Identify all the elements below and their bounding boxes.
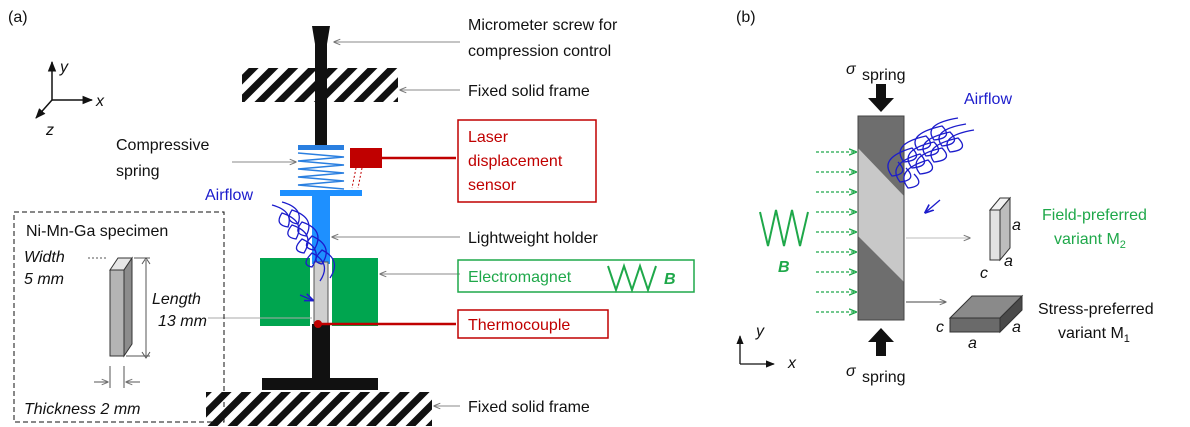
laser-label-line1: Laser bbox=[468, 129, 509, 146]
stress-preferred-variant: c a a bbox=[906, 294, 1024, 352]
micrometer-label-line1: Micrometer screw for bbox=[468, 17, 618, 34]
field-preferred-line2: variant M2 bbox=[1054, 231, 1126, 251]
sigma-top: σ spring bbox=[846, 61, 906, 112]
sigma-top-symbol: σ bbox=[846, 61, 857, 78]
holder-label: Lightweight holder bbox=[468, 230, 599, 247]
holder-plate bbox=[280, 190, 362, 196]
specimen-title: Ni-Mn-Ga specimen bbox=[26, 223, 168, 240]
spring-label-line1: Compressive bbox=[116, 137, 209, 154]
airflow-label-a: Airflow bbox=[205, 187, 253, 204]
fixed-frame-top-label: Fixed solid frame bbox=[468, 83, 590, 100]
fp-dim-a1: a bbox=[1012, 217, 1021, 234]
sigma-bottom-symbol: σ bbox=[846, 363, 857, 380]
field-zigzag-b bbox=[759, 209, 809, 247]
thermocouple-label-box bbox=[457, 309, 609, 339]
axis-z-label: z bbox=[45, 122, 54, 139]
thermocouple-wire bbox=[314, 320, 456, 328]
laser-label-line3: sensor bbox=[468, 177, 517, 194]
specimen-bar-b bbox=[857, 115, 905, 321]
electromagnet-right bbox=[332, 258, 378, 326]
specimen-in-gap bbox=[313, 261, 329, 325]
axes-b: y x bbox=[736, 323, 797, 372]
airflow-label-b: Airflow bbox=[964, 91, 1012, 108]
specimen-length-label: Length bbox=[152, 291, 201, 308]
electromagnet-label: Electromagnet bbox=[468, 269, 572, 286]
electromagnet-left bbox=[260, 258, 310, 326]
fixed-frame-bottom bbox=[206, 392, 432, 426]
field-preferred-sub: 2 bbox=[1120, 239, 1126, 251]
laser-label-box bbox=[457, 119, 597, 203]
axes-a: y x z bbox=[35, 59, 105, 139]
sp-dim-a2: a bbox=[1012, 319, 1021, 336]
specimen-length-value: 13 mm bbox=[158, 313, 207, 330]
spring-label-line2: spring bbox=[116, 163, 160, 180]
fixed-frame-bottom-label: Fixed solid frame bbox=[468, 399, 590, 416]
sigma-bottom: σ spring bbox=[846, 328, 906, 386]
axis-b-x-label: x bbox=[787, 355, 797, 372]
thermocouple-label: Thermocouple bbox=[468, 317, 570, 334]
specimen-width-value: 5 mm bbox=[24, 271, 64, 288]
micrometer-screw bbox=[312, 26, 330, 145]
field-preferred-variant: a a c bbox=[906, 196, 1021, 282]
field-preferred-line1: Field-preferred bbox=[1042, 207, 1147, 224]
specimen-thickness: Thickness 2 mm bbox=[24, 401, 140, 418]
stress-preferred-line2-text: variant M bbox=[1058, 325, 1124, 342]
field-symbol-a: B bbox=[664, 271, 676, 288]
axis-y-label: y bbox=[59, 59, 69, 76]
specimen-inset: Ni-Mn-Ga specimen Width 5 mm Length 13 m… bbox=[13, 211, 225, 423]
compressive-spring bbox=[297, 145, 345, 190]
electromagnet-label-box bbox=[457, 259, 695, 293]
leader-lines-a bbox=[208, 42, 460, 406]
sp-dim-a1: a bbox=[968, 335, 977, 352]
axis-b-y-label: y bbox=[755, 323, 765, 340]
laser-label-line2: displacement bbox=[468, 153, 563, 170]
base-plate bbox=[262, 378, 378, 390]
sigma-top-sub: spring bbox=[862, 67, 906, 84]
field-zigzag-a bbox=[607, 262, 657, 294]
stress-preferred-line2: variant M1 bbox=[1058, 325, 1130, 345]
axis-x-label: x bbox=[95, 93, 105, 110]
sp-dim-c: c bbox=[936, 319, 944, 336]
specimen-width-label: Width bbox=[24, 249, 65, 266]
airflow-spiral-b bbox=[887, 117, 975, 212]
fp-dim-a2: a bbox=[1004, 253, 1013, 270]
field-symbol-b: B bbox=[778, 259, 790, 276]
bottom-rod bbox=[312, 324, 330, 378]
fp-dim-c: c bbox=[980, 265, 988, 282]
panel-a-label: (a) bbox=[8, 9, 28, 26]
laser-sensor bbox=[350, 148, 456, 189]
field-preferred-line2-text: variant M bbox=[1054, 231, 1120, 248]
airflow-spiral-a bbox=[271, 201, 336, 300]
sigma-bottom-sub: spring bbox=[862, 369, 906, 386]
stress-preferred-sub: 1 bbox=[1124, 333, 1130, 345]
panel-b-label: (b) bbox=[736, 9, 756, 26]
field-arrows-b bbox=[816, 152, 856, 312]
micrometer-label-line2: compression control bbox=[468, 43, 611, 60]
stress-preferred-line1: Stress-preferred bbox=[1038, 301, 1154, 318]
